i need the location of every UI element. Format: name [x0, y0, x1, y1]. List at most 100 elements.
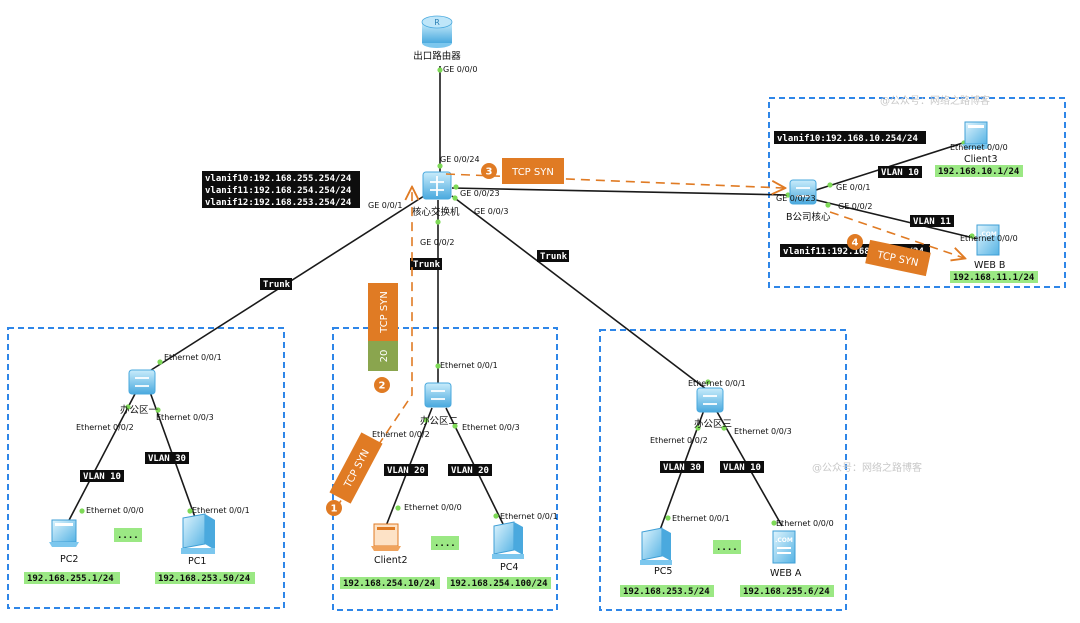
client3-pc-icon[interactable] — [962, 121, 990, 149]
trunk-right: Trunk — [537, 250, 569, 262]
b-core-port-2: GE 0/0/2 — [838, 202, 872, 211]
b-vlan-top: VLAN 10 — [878, 166, 922, 178]
svg-text:Trunk: Trunk — [413, 260, 441, 270]
flow-core-to-bcore — [445, 173, 784, 188]
office3-switch-icon[interactable] — [696, 387, 724, 413]
office3-vlan-left: VLAN 30 — [660, 461, 704, 473]
svg-text:192.168.255.6/24: 192.168.255.6/24 — [743, 587, 830, 597]
pc5-port: Ethernet 0/0/1 — [672, 514, 730, 523]
client2-ip: 192.168.254.10/24 — [340, 577, 440, 589]
svg-text:192.168.254.10/24: 192.168.254.10/24 — [343, 579, 436, 589]
router-icon[interactable]: R — [421, 15, 453, 48]
b-core-label: B公司核心 — [786, 211, 831, 223]
svg-text:20: 20 — [379, 350, 390, 363]
office2-vlan-left: VLAN 20 — [384, 464, 428, 476]
office1-vlan-right: VLAN 30 — [145, 452, 189, 464]
core-switch-icon[interactable] — [422, 171, 452, 200]
pc4-ip: 192.168.254.100/24 — [447, 577, 551, 589]
office3-label: 办公区三 — [694, 418, 732, 430]
office3-area — [599, 329, 847, 611]
client2-label: Client2 — [374, 555, 408, 566]
step4-badge: 4 — [847, 234, 863, 250]
pc4-port: Ethernet 0/0/1 — [500, 512, 558, 521]
link-office1-pc2 — [65, 391, 137, 527]
office1-ellipsis-box: .... — [114, 528, 142, 542]
office2-port-left: Ethernet 0/0/2 — [372, 430, 430, 439]
office3-uplink-port: Ethernet 0/0/1 — [688, 379, 746, 388]
svg-text:VLAN 30: VLAN 30 — [663, 463, 701, 473]
svg-text:VLAN 10: VLAN 10 — [83, 472, 121, 482]
svg-text:TCP SYN: TCP SYN — [511, 167, 554, 178]
svg-text:1: 1 — [331, 504, 338, 515]
client3-port: Ethernet 0/0/0 — [950, 143, 1008, 152]
watermark-top: @公众号：网络之路博客 — [880, 94, 990, 107]
core-port-b: GE 0/0/23 — [460, 189, 500, 198]
svg-text:TCP SYN: TCP SYN — [379, 291, 390, 334]
router-label: 出口路由器 — [413, 50, 461, 62]
svg-text:....: .... — [434, 539, 456, 549]
watermark-right: @公众号：网络之路博客 — [812, 461, 922, 474]
step2-badge: 2 — [374, 377, 390, 393]
flow-bcore-to-webb — [829, 211, 964, 258]
packet-flow — [335, 173, 964, 509]
b-core-switch-icon[interactable] — [789, 179, 817, 205]
weba-server-icon[interactable]: .COM — [772, 530, 796, 564]
svg-text:R: R — [434, 18, 440, 27]
webb-port: Ethernet 0/0/0 — [960, 234, 1018, 243]
office2-switch-icon[interactable] — [424, 382, 452, 408]
svg-text:VLAN 20: VLAN 20 — [451, 466, 489, 476]
weba-ip: 192.168.255.6/24 — [740, 585, 834, 597]
pc5-icon[interactable] — [640, 527, 672, 565]
office3-vlan-right: VLAN 10 — [720, 461, 764, 473]
core-port-right: GE 0/0/3 — [474, 207, 508, 216]
office3-port-left: Ethernet 0/0/2 — [650, 436, 708, 445]
client2-port: Ethernet 0/0/0 — [404, 503, 462, 512]
pc4-label: PC4 — [500, 562, 518, 573]
pc5-label: PC5 — [654, 566, 672, 577]
office1-switch-icon[interactable] — [128, 369, 156, 395]
b-vlan-bottom: VLAN 11 — [910, 215, 954, 227]
step3-packet: TCP SYN — [502, 158, 564, 184]
svg-text:Trunk: Trunk — [540, 252, 568, 262]
svg-text:192.168.254.100/24: 192.168.254.100/24 — [450, 579, 548, 589]
step1-packet: TCP SYN — [329, 432, 383, 504]
core-vlanif-block: vlanif10:192.168.255.254/24 vlanif11:192… — [202, 171, 360, 208]
b-core-port-1: GE 0/0/1 — [836, 183, 870, 192]
pc5-ip: 192.168.253.5/24 — [620, 585, 714, 597]
core-vlanif-1: vlanif11:192.168.254.254/24 — [205, 185, 352, 196]
webb-ip: 192.168.11.1/24 — [950, 271, 1038, 283]
office1-port-right: Ethernet 0/0/3 — [156, 413, 214, 422]
b-core-port-uplink: GE 0/0/23 — [776, 194, 816, 203]
webb-label: WEB B — [974, 260, 1005, 271]
svg-text:Trunk: Trunk — [263, 280, 291, 290]
core-port-mid: GE 0/0/2 — [420, 238, 454, 247]
svg-text:VLAN 10: VLAN 10 — [723, 463, 761, 473]
core-switch-label: 核心交换机 — [412, 206, 460, 218]
office2-label: 办公区二 — [420, 415, 458, 427]
svg-text:.COM: .COM — [979, 231, 997, 238]
webb-server-icon[interactable]: .COM — [976, 224, 1000, 256]
office3-port-right: Ethernet 0/0/3 — [734, 427, 792, 436]
svg-text:3: 3 — [486, 167, 493, 178]
svg-text:vlanif10:192.168.10.254/24: vlanif10:192.168.10.254/24 — [777, 133, 918, 144]
office2-ellipsis-box: .... — [431, 536, 459, 550]
client2-pc-icon[interactable] — [371, 523, 401, 551]
svg-text:192.168.253.5/24: 192.168.253.5/24 — [623, 587, 710, 597]
svg-text:....: .... — [117, 531, 139, 541]
svg-text:2: 2 — [379, 381, 386, 392]
link-bcore-client3 — [815, 139, 973, 191]
pc2-icon[interactable] — [49, 519, 79, 547]
link-core-bcore — [451, 187, 791, 196]
svg-text:VLAN 11: VLAN 11 — [913, 217, 951, 227]
pc2-port: Ethernet 0/0/0 — [86, 506, 144, 515]
svg-text:VLAN 10: VLAN 10 — [881, 168, 919, 178]
pc2-ip: 192.168.255.1/24 — [24, 572, 120, 584]
weba-label: WEB A — [770, 568, 802, 579]
office2-area — [332, 327, 558, 611]
client3-label: Client3 — [964, 154, 998, 165]
pc1-icon[interactable] — [181, 513, 215, 554]
pc1-label: PC1 — [188, 556, 206, 567]
office3-ellipsis-box: .... — [713, 540, 741, 554]
pc4-icon[interactable] — [492, 521, 524, 559]
core-vlanif-2: vlanif12:192.168.253.254/24 — [205, 197, 352, 208]
